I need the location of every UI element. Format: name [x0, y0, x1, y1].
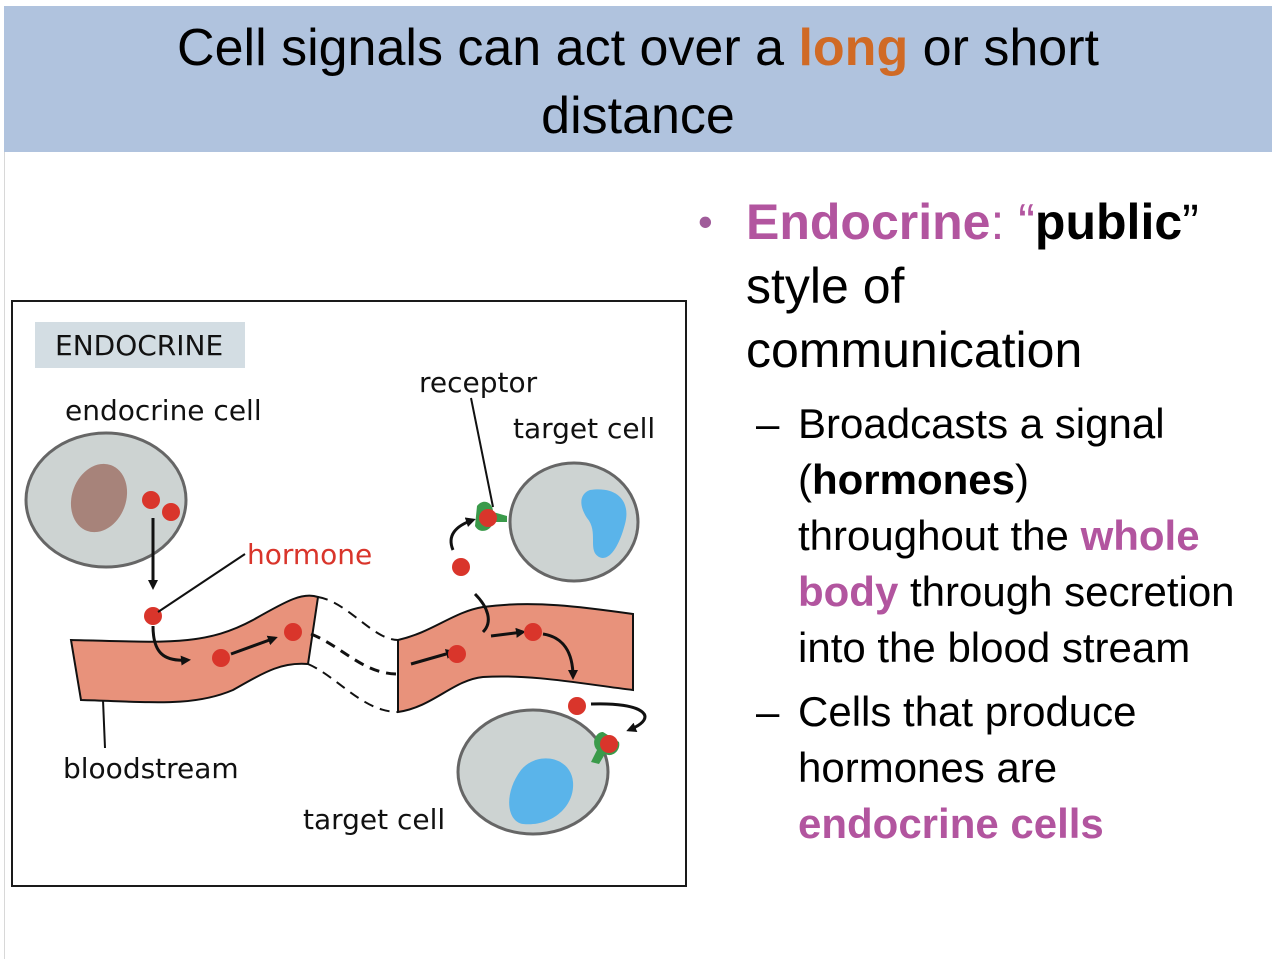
bullet-line2: style of [746, 258, 905, 314]
vessel-dashed-bottom [307, 663, 399, 713]
hormone-leader-line [157, 553, 246, 613]
label-receptor: receptor [419, 366, 538, 399]
bullet-marker: • [698, 198, 713, 245]
hormone-dots [142, 491, 618, 753]
sub1-close-paren: ) [1015, 456, 1030, 503]
title-part2: or short [908, 19, 1099, 77]
bullet-colon: : “ [990, 194, 1035, 250]
blood-vessel-left [69, 594, 320, 704]
slide-title: Cell signals can act over a long or shor… [4, 14, 1272, 150]
endocrine-cell-nucleus [70, 463, 128, 533]
label-bloodstream: bloodstream [63, 752, 239, 785]
term-body: body [798, 568, 899, 615]
hormone-dot [142, 491, 160, 509]
title-part1: Cell signals can act over a [177, 19, 799, 77]
receptor-leader-line [470, 397, 494, 508]
arrow-flow-1 [230, 635, 278, 656]
figure-tag-bg [35, 322, 245, 368]
bloodstream-leader-line [102, 699, 106, 749]
sub2-line2: hormones are [798, 744, 1058, 791]
hormone-dot [212, 649, 230, 667]
hormone-dot [452, 558, 470, 576]
hormone-dot [479, 509, 497, 527]
sub1-open-paren: ( [798, 456, 812, 503]
label-endocrine-cell: endocrine cell [65, 394, 262, 427]
sub2-line1: Cells that produce [798, 688, 1137, 735]
arrow-to-receptor-bottom [590, 702, 647, 732]
slide-edge [4, 152, 5, 959]
term-whole: whole [1080, 512, 1200, 559]
term-hormones: hormones [812, 456, 1016, 503]
subbullet-dash: – [756, 688, 780, 735]
sub1-line3a: throughout the [798, 512, 1081, 559]
arrow-enter-blood [151, 625, 191, 666]
arrow-to-receptor-top [449, 517, 476, 551]
arrow-exit-down [542, 632, 578, 680]
endocrine-diagram: ENDOCRINE [24, 322, 655, 836]
target-cell-bottom-nucleus [509, 758, 574, 825]
arrow-flow-2 [410, 649, 456, 666]
title-band [4, 6, 1272, 152]
sub1-line1: Broadcasts a signal [798, 400, 1165, 447]
label-hormone: hormone [247, 538, 372, 571]
vessel-dashed-top [317, 596, 399, 641]
endocrine-figure: ENDOCRINE [11, 300, 687, 887]
hormone-dot [448, 645, 466, 663]
label-target-cell-bottom: target cell [303, 803, 445, 836]
sub1-line5: into the blood stream [798, 624, 1191, 671]
hormone-dot [162, 503, 180, 521]
hormone-dot [144, 607, 162, 625]
hormone-dot [524, 623, 542, 641]
term-endocrine-cells: endocrine cells [798, 800, 1104, 847]
hormone-dot [600, 735, 618, 753]
bullet-close-quote: ” [1182, 194, 1199, 250]
bullet-line3: communication [746, 322, 1083, 378]
target-cell-top-nucleus [581, 489, 627, 558]
arrow-flow-3 [490, 627, 526, 638]
label-target-cell-top: target cell [513, 412, 655, 445]
hormone-path-dashed [310, 632, 399, 676]
term-public: public [1034, 194, 1183, 250]
title-line2: distance [541, 87, 735, 145]
figure-tag: ENDOCRINE [55, 329, 223, 362]
sub1-line4b: through secretion [898, 568, 1235, 615]
blood-vessel-right [397, 603, 634, 714]
term-endocrine: Endocrine [746, 194, 991, 250]
subbullet-dash: – [756, 400, 780, 447]
hormone-dot [568, 697, 586, 715]
arrow-exit-up [473, 592, 490, 634]
hormone-dot [284, 623, 302, 641]
title-accent-word: long [798, 19, 909, 77]
